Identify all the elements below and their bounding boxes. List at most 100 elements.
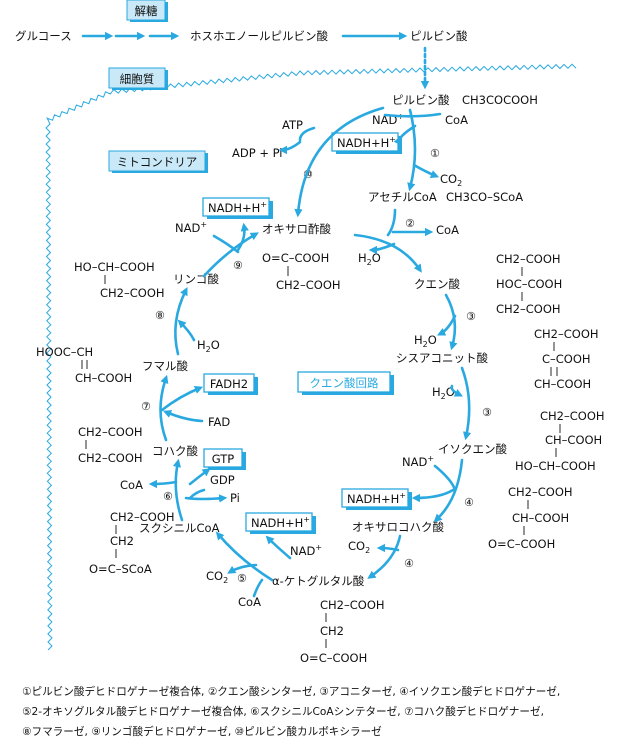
svg-text:NADH+H+: NADH+H+ xyxy=(208,200,267,215)
svg-text:CO2: CO2 xyxy=(206,569,228,585)
svg-text:H2O: H2O xyxy=(358,251,381,267)
svg-text:CH2: CH2 xyxy=(320,624,344,638)
step-10-number: ⑩ xyxy=(303,168,313,181)
svg-text:CH–COOH: CH–COOH xyxy=(545,433,602,447)
co2-label: CO2 xyxy=(206,569,228,585)
cycle-title: クエン酸回路 xyxy=(297,371,394,395)
enzyme-legend-line-3: ⑧フマラーゼ, ⑨リンゴ酸デヒドロゲナーゼ, ⑩ピルビン酸カルボキシラーゼ xyxy=(22,726,382,738)
svg-text:O=C–SCoA: O=C–SCoA xyxy=(89,562,152,576)
alpha-kg-structure: CH2–COOH CH2 O=C–COOH xyxy=(300,598,385,665)
acetyl-coa-formula: CH3CO–SCoA xyxy=(446,190,523,204)
step-8-arrows xyxy=(174,287,196,356)
nadh-box-2: NADH+H+ xyxy=(202,197,273,219)
svg-text:HO–CH–COOH: HO–CH–COOH xyxy=(515,459,596,473)
svg-text:CH2–COOH: CH2–COOH xyxy=(78,451,143,465)
step-6-arrows xyxy=(148,458,228,522)
step-5-number: ⑤ xyxy=(237,572,247,585)
step-4-number: ④ xyxy=(404,557,414,570)
svg-text:ミトコンドリア: ミトコンドリア xyxy=(117,155,198,169)
svg-text:CH2–COOH: CH2–COOH xyxy=(508,485,573,499)
svg-text:CO2: CO2 xyxy=(348,539,370,555)
co2-label: CO2 xyxy=(440,172,462,188)
pep-label: ホスホエノールピルビン酸 xyxy=(190,29,328,43)
svg-text:CH–COOH: CH–COOH xyxy=(75,371,132,385)
svg-text:NAD+: NAD+ xyxy=(290,543,322,558)
nadh-box-1: NADH+H+ xyxy=(331,132,402,154)
step-9-number: ⑨ xyxy=(233,259,243,272)
step-9-arrows xyxy=(202,222,259,278)
svg-text:NADH+H+: NADH+H+ xyxy=(251,515,310,530)
step-5-arrows xyxy=(215,531,292,598)
step-7-number: ⑦ xyxy=(141,400,151,413)
step-8-number: ⑧ xyxy=(155,309,165,322)
citrate-structure: CH2–COOH HOC–COOH CH2–COOH xyxy=(496,252,562,316)
svg-text:HO–CH–COOH: HO–CH–COOH xyxy=(74,260,155,274)
svg-text:CH2–COOH: CH2–COOH xyxy=(496,252,561,266)
step-3b-arrows xyxy=(450,366,472,441)
fadh2-box: FADH2 xyxy=(203,373,258,395)
succinate-label: コハク酸 xyxy=(152,444,198,458)
citrate-label: クエン酸 xyxy=(414,277,460,291)
gdp-label: GDP xyxy=(210,473,235,487)
oxaloacetate-structure-2: CH2–COOH xyxy=(276,278,341,292)
h2o-label: H2O xyxy=(197,338,220,354)
pyruvate-formula: CH3COCOOH xyxy=(462,93,538,107)
h2o-label: H2O xyxy=(358,251,381,267)
pyruvate-arrows xyxy=(278,106,442,218)
co2-label: CO2 xyxy=(348,539,370,555)
svg-text:FADH2: FADH2 xyxy=(210,377,248,391)
svg-text:NADH+H+: NADH+H+ xyxy=(347,491,406,506)
svg-text:CH2–COOH: CH2–COOH xyxy=(534,327,599,341)
step-2-number: ② xyxy=(405,217,415,230)
step-6-number: ⑥ xyxy=(163,490,173,503)
isocitrate-structure: CH2–COOH CH–COOH HO–CH–COOH xyxy=(515,409,605,473)
gtp-box: GTP xyxy=(203,448,246,470)
pyruvate-label: ピルビン酸 xyxy=(392,93,450,107)
svg-text:NADH+H+: NADH+H+ xyxy=(337,135,396,150)
coa-label: CoA xyxy=(436,223,459,237)
nadh-box-3: NADH+H+ xyxy=(341,488,412,510)
cis-aconitate-label: シスアコニット酸 xyxy=(396,351,488,365)
step-3-number: ③ xyxy=(466,310,476,323)
h2o-label: H2O xyxy=(414,333,437,349)
svg-text:HOC–COOH: HOC–COOH xyxy=(496,277,562,291)
step-3-number: ③ xyxy=(482,406,492,419)
svg-text:H2O: H2O xyxy=(432,385,455,401)
glycolysis-label: 解糖 xyxy=(126,0,168,22)
svg-text:CH2: CH2 xyxy=(110,534,134,548)
cytoplasm-label: 細胞質 xyxy=(108,67,168,90)
svg-text:O=C–COOH: O=C–COOH xyxy=(488,537,555,551)
malate-label: リンゴ酸 xyxy=(173,272,219,286)
succinyl-coa-structure: CH2–COOH CH2 O=C–SCoA xyxy=(89,510,175,576)
svg-text:O=C–COOH: O=C–COOH xyxy=(300,651,367,665)
acetyl-coa-label: アセチルCoA xyxy=(368,190,437,204)
malate-structure: HO–CH–COOH CH2–COOH xyxy=(74,260,165,300)
cis-aconitate-structure: CH2–COOH C–COOH CH–COOH xyxy=(534,327,599,391)
coa-label: CoA xyxy=(445,113,468,127)
svg-text:HOOC–CH: HOOC–CH xyxy=(36,345,93,359)
svg-text:CH–COOH: CH–COOH xyxy=(534,377,591,391)
svg-text:NAD+: NAD+ xyxy=(402,454,434,469)
nadh-box-4: NADH+H+ xyxy=(245,512,316,534)
succinyl-coa-label: スクシニルCoA xyxy=(139,521,220,535)
coa-label: CoA xyxy=(120,478,143,492)
h2o-label: H2O xyxy=(432,385,455,401)
oxalosuccinate-structure: CH2–COOH CH–COOH O=C–COOH xyxy=(488,485,573,551)
fumarate-label: フマル酸 xyxy=(142,359,188,373)
svg-text:C–COOH: C–COOH xyxy=(542,352,591,366)
svg-text:細胞質: 細胞質 xyxy=(120,72,155,86)
svg-text:CH–COOH: CH–COOH xyxy=(512,511,569,525)
svg-text:CO2: CO2 xyxy=(440,172,462,188)
fad-label: FAD xyxy=(208,415,230,429)
adp-pi-label: ADP + Pi xyxy=(232,146,282,160)
header-pyruvate-label: ピルビン酸 xyxy=(410,29,468,43)
enzyme-legend-line-2: ⑤2-オキソグルタル酸デヒドロゲナーゼ複合体, ⑥スクシニルCoAシンテターゼ,… xyxy=(22,706,544,718)
svg-text:CH2–COOH: CH2–COOH xyxy=(110,510,175,524)
step-4a-arrows xyxy=(411,458,464,523)
svg-text:CH2–COOH: CH2–COOH xyxy=(320,598,385,612)
step-1-number: ① xyxy=(430,147,440,160)
svg-text:NAD+: NAD+ xyxy=(175,220,207,235)
pi-label: Pi xyxy=(230,491,240,505)
oxaloacetate-label: オキサロ酢酸 xyxy=(262,222,331,236)
